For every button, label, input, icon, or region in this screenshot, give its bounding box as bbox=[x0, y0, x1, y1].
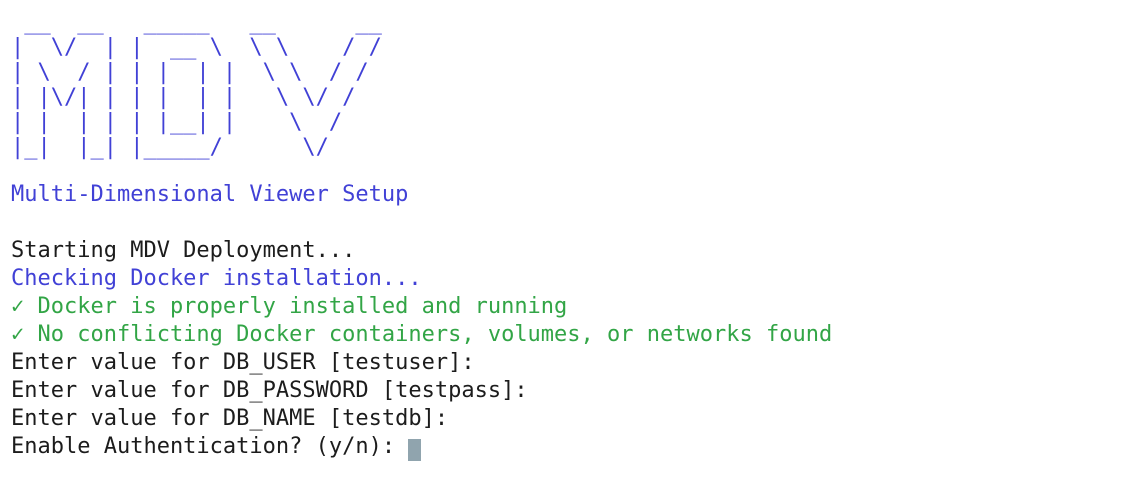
prompt-db-user: Enter value for DB_USER [testuser]: bbox=[11, 349, 1122, 377]
terminal-cursor[interactable] bbox=[408, 439, 422, 461]
prompt-db-password: Enter value for DB_PASSWORD [testpass]: bbox=[11, 377, 1122, 405]
check-no-conflicts: ✓ No conflicting Docker containers, volu… bbox=[11, 321, 1122, 349]
status-starting-deployment-text: Starting MDV Deployment... bbox=[11, 238, 356, 263]
check-docker-installed-text: ✓ Docker is properly installed and runni… bbox=[11, 294, 568, 319]
terminal-output: Starting MDV Deployment... Checking Docke… bbox=[11, 237, 1122, 461]
prompt-db-password-text: Enter value for DB_PASSWORD [testpass]: bbox=[11, 378, 528, 403]
ascii-banner-mdv: __ __ _____ __ __ | \/ | | __ \ \ \ / / … bbox=[11, 10, 382, 160]
terminal-window[interactable]: __ __ _____ __ __ | \/ | | __ \ \ \ / / … bbox=[0, 0, 1122, 461]
prompt-db-name-text: Enter value for DB_NAME [testdb]: bbox=[11, 406, 449, 431]
status-checking-docker-text: Checking Docker installation... bbox=[11, 266, 422, 291]
setup-subtitle: Multi-Dimensional Viewer Setup bbox=[11, 182, 409, 207]
status-starting-deployment: Starting MDV Deployment... bbox=[11, 237, 1122, 265]
prompt-db-user-text: Enter value for DB_USER [testuser]: bbox=[11, 350, 475, 375]
prompt-enable-auth[interactable]: Enable Authentication? (y/n): bbox=[11, 433, 1122, 461]
status-checking-docker: Checking Docker installation... bbox=[11, 265, 1122, 293]
check-docker-installed: ✓ Docker is properly installed and runni… bbox=[11, 293, 1122, 321]
prompt-db-name: Enter value for DB_NAME [testdb]: bbox=[11, 405, 1122, 433]
prompt-enable-auth-text: Enable Authentication? (y/n): bbox=[11, 434, 409, 459]
check-no-conflicts-text: ✓ No conflicting Docker containers, volu… bbox=[11, 322, 833, 347]
